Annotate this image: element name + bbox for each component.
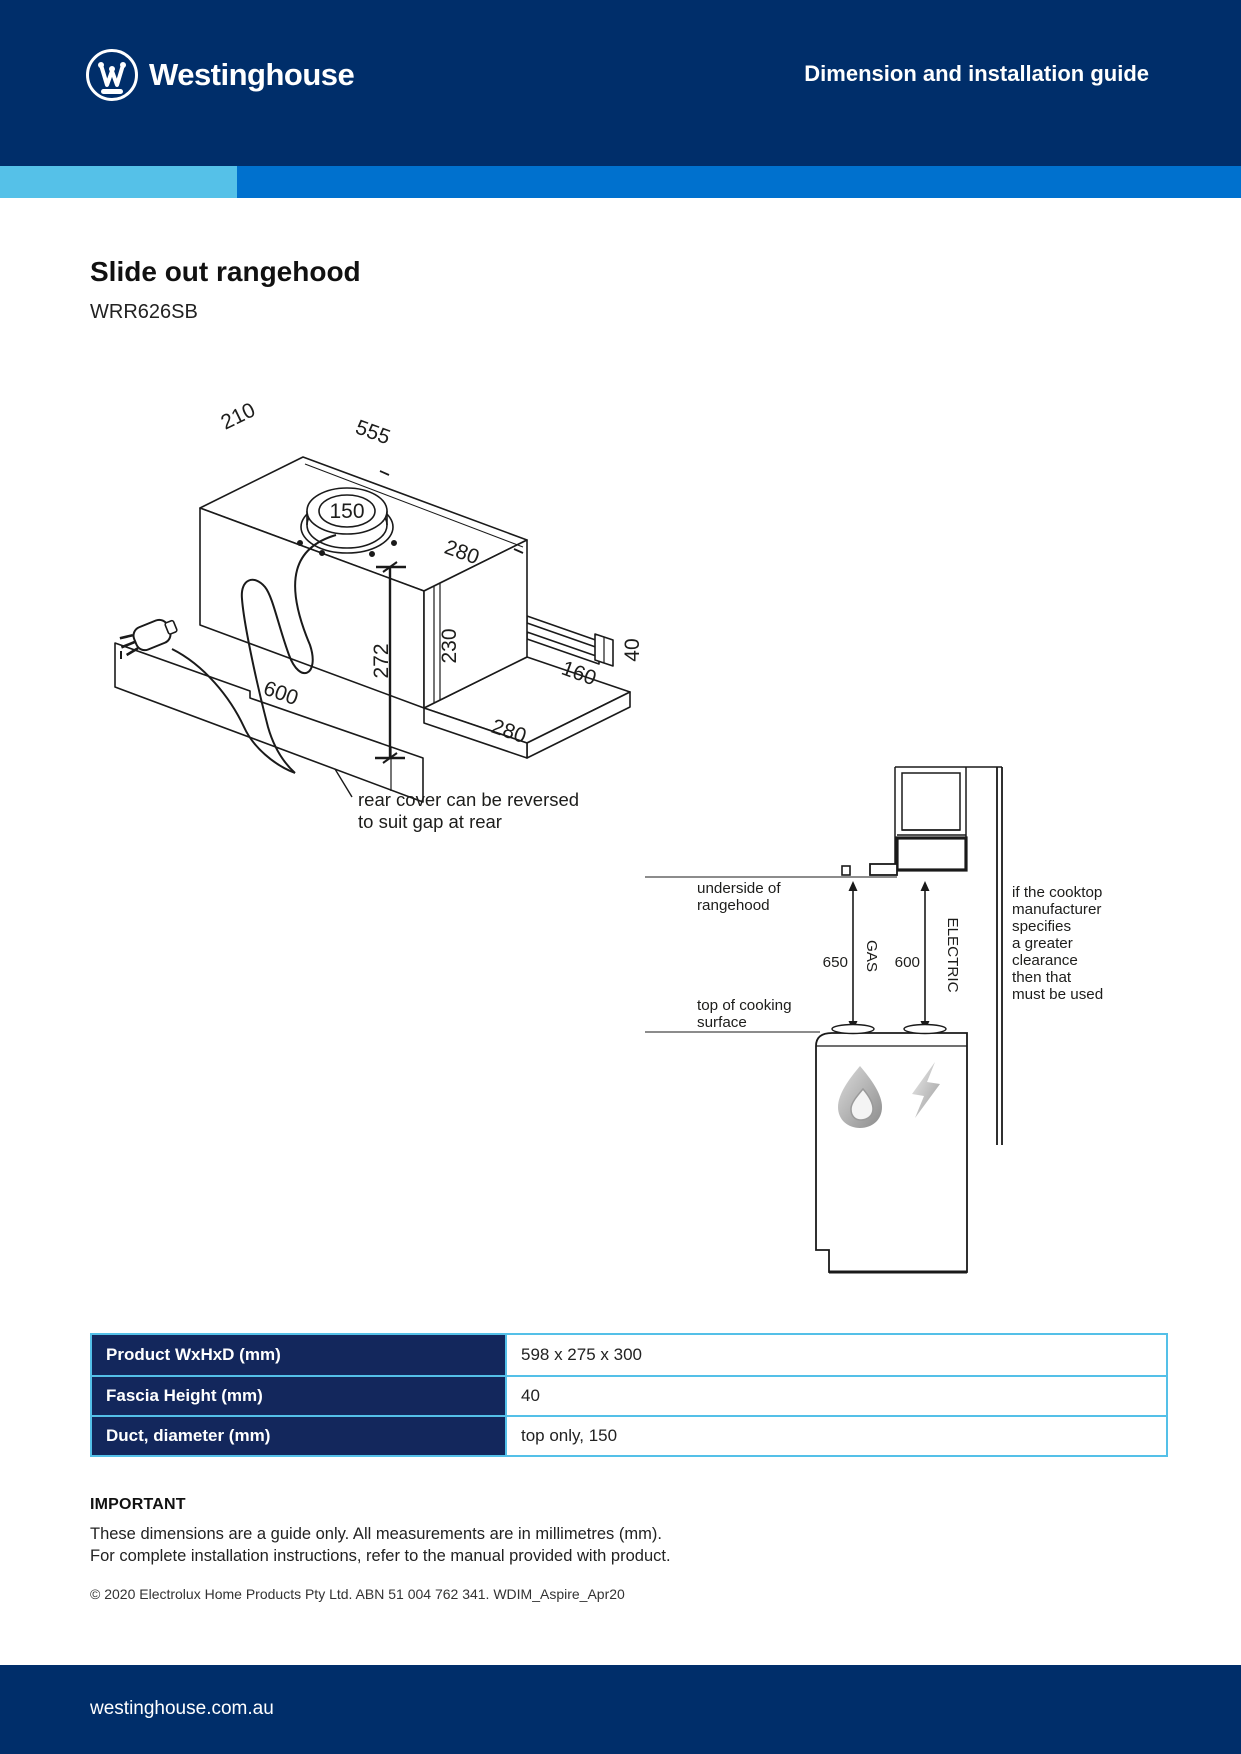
rear-cover-note-line2: to suit gap at rear [358, 811, 502, 832]
copyright-line: © 2020 Electrolux Home Products Pty Ltd.… [90, 1586, 625, 1602]
footer-bar: westinghouse.com.au [0, 1665, 1241, 1754]
electric-clearance-value: 600 [895, 954, 920, 971]
spec-value-product-whd: 598 x 275 x 300 [507, 1335, 1166, 1375]
table-row: Fascia Height (mm) 40 [92, 1375, 1166, 1415]
accent-stripe-left [0, 166, 237, 198]
svg-text:a greater: a greater [1012, 935, 1073, 952]
header-bar: Westinghouse Dimension and installation … [0, 0, 1241, 166]
dim-150: 150 [329, 500, 364, 523]
dim-230: 230 [438, 628, 461, 663]
underside-label-line1: underside of [697, 880, 781, 897]
important-heading: IMPORTANT [90, 1496, 186, 1513]
dim-272: 272 [370, 643, 393, 678]
svg-text:if the cooktop: if the cooktop [1012, 884, 1102, 901]
dim-210: 210 [217, 398, 259, 434]
spec-label-fascia-height: Fascia Height (mm) [92, 1377, 507, 1415]
document-title: Dimension and installation guide [804, 61, 1149, 86]
spec-value-duct-diameter: top only, 150 [507, 1417, 1166, 1455]
clearance-diagram: underside of rangehood 650 GAS 600 ELECT… [645, 766, 1103, 1274]
brand-lockup: Westinghouse [84, 47, 355, 103]
power-plug [119, 618, 178, 657]
dim-555: 555 [352, 416, 393, 450]
svg-text:manufacturer: manufacturer [1012, 901, 1101, 918]
cooktop-label-line1: top of cooking [697, 997, 792, 1014]
dim-40: 40 [621, 638, 644, 661]
table-row: Product WxHxD (mm) 598 x 275 x 300 [92, 1335, 1166, 1375]
spec-table: Product WxHxD (mm) 598 x 275 x 300 Fasci… [90, 1333, 1168, 1457]
page-title: Slide out rangehood [90, 256, 361, 287]
gas-clearance-value: 650 [823, 954, 848, 971]
cooktop-note: if the cooktop manufacturer specifies a … [1012, 884, 1103, 1003]
model-number: WRR626SB [90, 301, 198, 323]
cooktop-label-line2: surface [697, 1014, 747, 1031]
important-section: IMPORTANT These dimensions are a guide o… [90, 1496, 990, 1567]
svg-text:clearance: clearance [1012, 952, 1078, 969]
brand-name: Westinghouse [149, 57, 355, 92]
spec-label-duct-diameter: Duct, diameter (mm) [92, 1417, 507, 1455]
accent-stripe [0, 166, 1241, 198]
lightning-bolt-icon [912, 1062, 940, 1118]
important-text: These dimensions are a guide only. All m… [90, 1525, 671, 1565]
spec-label-product-whd: Product WxHxD (mm) [92, 1335, 507, 1375]
website-link[interactable]: westinghouse.com.au [90, 1698, 274, 1719]
svg-text:then that: then that [1012, 969, 1072, 986]
table-row: Duct, diameter (mm) top only, 150 [92, 1415, 1166, 1455]
electric-clearance-label: ELECTRIC [944, 917, 961, 992]
gas-clearance-label: GAS [863, 940, 880, 972]
isometric-dimension-drawing: 210 555 150 280 230 272 600 280 160 40 r… [114, 398, 644, 832]
gas-drop-icon [838, 1066, 882, 1128]
westinghouse-logo-icon [86, 49, 138, 101]
underside-label-line2: rangehood [697, 897, 770, 914]
rear-cover-note-line1: rear cover can be reversed [358, 789, 579, 810]
svg-text:must be used: must be used [1012, 986, 1103, 1003]
svg-text:specifies: specifies [1012, 918, 1071, 935]
spec-value-fascia-height: 40 [507, 1377, 1166, 1415]
